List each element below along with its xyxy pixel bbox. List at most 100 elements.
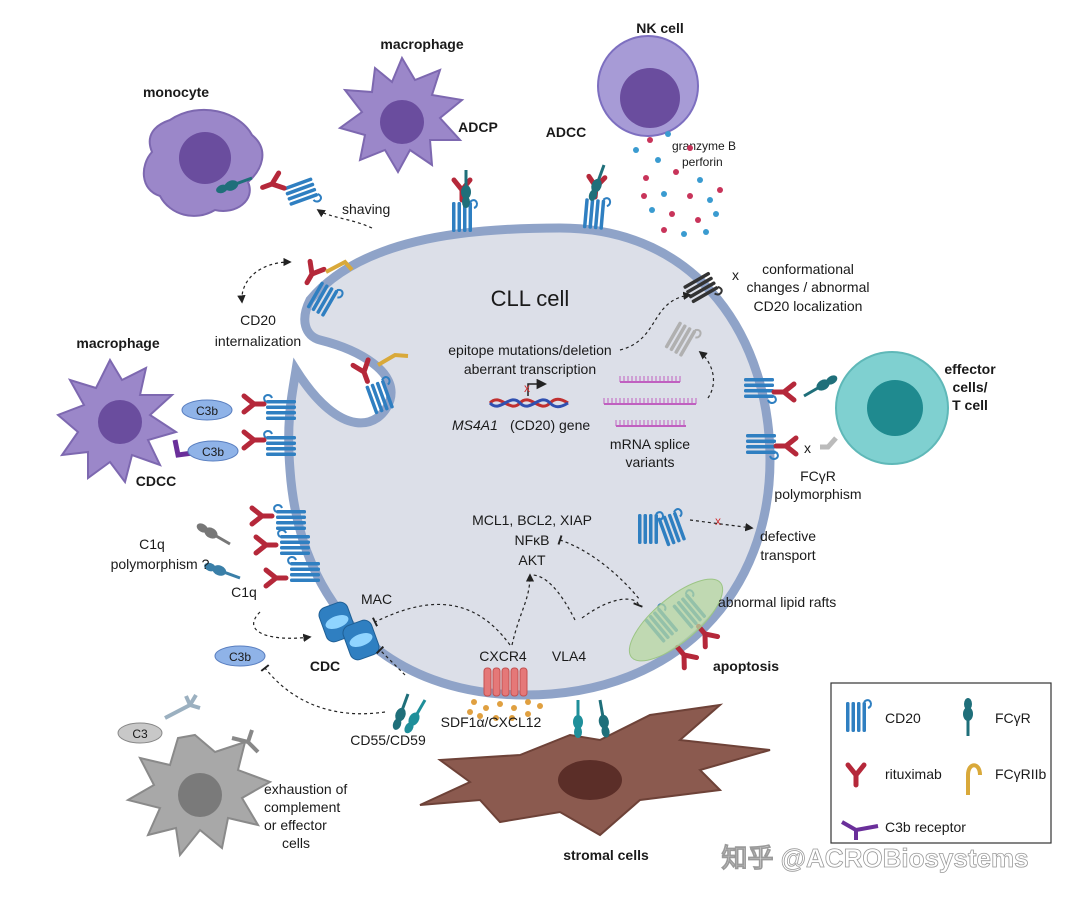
internalization-label-1: CD20 [240, 312, 276, 328]
lipid-raft-label: abnormal lipid rafts [718, 594, 836, 610]
legend-c3b-receptor-label: C3b receptor [885, 819, 966, 835]
rituximab-apoptosis-2 [675, 644, 700, 671]
legend-c3b-receptor-icon [841, 820, 879, 840]
c1q-poly-label-2: polymorphism ? [111, 556, 210, 572]
cd20-left-3 [273, 504, 306, 530]
exhaustion-label-1: exhaustion of [264, 781, 347, 797]
c3b-marker-2: C3b [187, 440, 239, 462]
rituximab-internal-1 [304, 258, 327, 286]
granzyme-dot [669, 211, 675, 217]
sdf-label: SDF1α/CXCL12 [441, 714, 542, 730]
effector-label-2: cells/ [952, 379, 987, 395]
splice-label-2: variants [625, 454, 674, 470]
sdf-dot [497, 701, 503, 707]
cd20-right-1 [744, 378, 777, 404]
vla4-beta-icon [598, 699, 610, 738]
fcgr-x-mark: x [804, 440, 811, 456]
epitope-label-2: aberrant transcription [464, 361, 596, 377]
granzyme-dot [703, 229, 709, 235]
apoptosis-label: apoptosis [713, 658, 779, 674]
legend-rituximab-icon [845, 762, 867, 788]
monocyte-cell [142, 108, 264, 217]
granzyme-dot [661, 191, 667, 197]
granzyme-dot [707, 197, 713, 203]
signaling-label-1: MCL1, BCL2, XIAP [472, 512, 592, 528]
macrophage-top-cell [337, 55, 465, 175]
vla4-label: VLA4 [552, 648, 586, 664]
macrophage-top-label: macrophage [380, 36, 463, 52]
granzyme-dot [661, 227, 667, 233]
fcgr-shaving [216, 176, 253, 194]
defective-label-1: defective [760, 528, 816, 544]
monocyte-label: monocyte [143, 84, 209, 100]
epitope-label-1: epitope mutations/deletion [448, 342, 611, 358]
legend-cd20-label: CD20 [885, 710, 921, 726]
rituximab-right-2 [773, 435, 799, 457]
cdcc-label: CDCC [136, 473, 176, 489]
legend-fcgr2b-label: FCγRIIb [995, 766, 1047, 782]
gray-c1q-icon [164, 693, 201, 720]
fcgr-variant-icon [820, 436, 838, 450]
cd20-left-2 [263, 430, 296, 456]
fcgr-top-1 [461, 170, 471, 208]
legend-rituximab-label: rituximab [885, 766, 942, 782]
c1q-poly-label-1: C1q [139, 536, 165, 552]
cd20-left-4 [277, 529, 310, 555]
lipid-raft [628, 578, 724, 662]
adcc-label: ADCC [546, 124, 586, 140]
rituximab-left-3 [249, 505, 275, 527]
macrophage-left-cell [56, 357, 179, 485]
granzyme-dot [717, 187, 723, 193]
granzyme-dots [633, 131, 723, 237]
fcgr-top-2 [588, 164, 606, 201]
svg-text:C3: C3 [132, 727, 148, 741]
c3-marker: C3 [117, 722, 163, 744]
sdf-dot [471, 699, 477, 705]
rituximab-left-2 [241, 429, 267, 451]
cd20-top-2 [582, 197, 612, 230]
effector-label-1: effector [944, 361, 996, 377]
cd20-right-2 [746, 434, 779, 460]
sdf-dot [525, 699, 531, 705]
svg-text:C3b: C3b [196, 404, 218, 418]
mrna-splice-icon [603, 376, 697, 427]
mac-complex-icon [318, 601, 380, 661]
nk-cell-label: NK cell [636, 20, 683, 36]
vla4-alpha-icon [573, 700, 583, 738]
sdf-dot [537, 703, 543, 709]
granzyme-dot [665, 131, 671, 137]
gene-name-label: MS4A1 [452, 417, 498, 433]
exhaustion-label-3: or effector [264, 817, 327, 833]
granzyme-dot [647, 137, 653, 143]
granzyme-dot [697, 177, 703, 183]
granzyme-dot [673, 169, 679, 175]
signaling-label-3: AKT [518, 552, 546, 568]
mrna-strand [603, 398, 697, 405]
cd20-left-1 [263, 394, 296, 420]
mrna-strand [619, 376, 681, 383]
cll-cell-title: CLL cell [491, 286, 570, 311]
mrna-strand [615, 420, 686, 427]
granzyme-dot [643, 175, 649, 181]
splice-label-1: mRNA splice [610, 436, 690, 452]
perforin-label: perforin [682, 155, 723, 169]
macrophage-left-label: macrophage [76, 335, 159, 351]
exhausted-cell [125, 733, 273, 858]
fcgr-poly-label-2: polymorphism [774, 486, 861, 502]
rituximab-shaving [260, 170, 287, 191]
gray-fcgr2b-icon [231, 729, 260, 754]
granzyme-dot [641, 193, 647, 199]
granzyme-dot [713, 211, 719, 217]
transcription-block-mark: x [524, 381, 530, 395]
conformational-label-3: CD20 localization [754, 298, 863, 314]
cd20-shaving [283, 177, 322, 206]
legend-box [830, 682, 1052, 844]
sdf-dot [511, 705, 517, 711]
cll-membrane [284, 223, 775, 700]
cd20-transport-1 [638, 511, 664, 544]
adcp-label: ADCP [458, 119, 498, 135]
c1q-label: C1q [231, 584, 257, 600]
conformational-label-1: conformational [762, 261, 854, 277]
cxcr4-receptor-icon [483, 667, 528, 697]
